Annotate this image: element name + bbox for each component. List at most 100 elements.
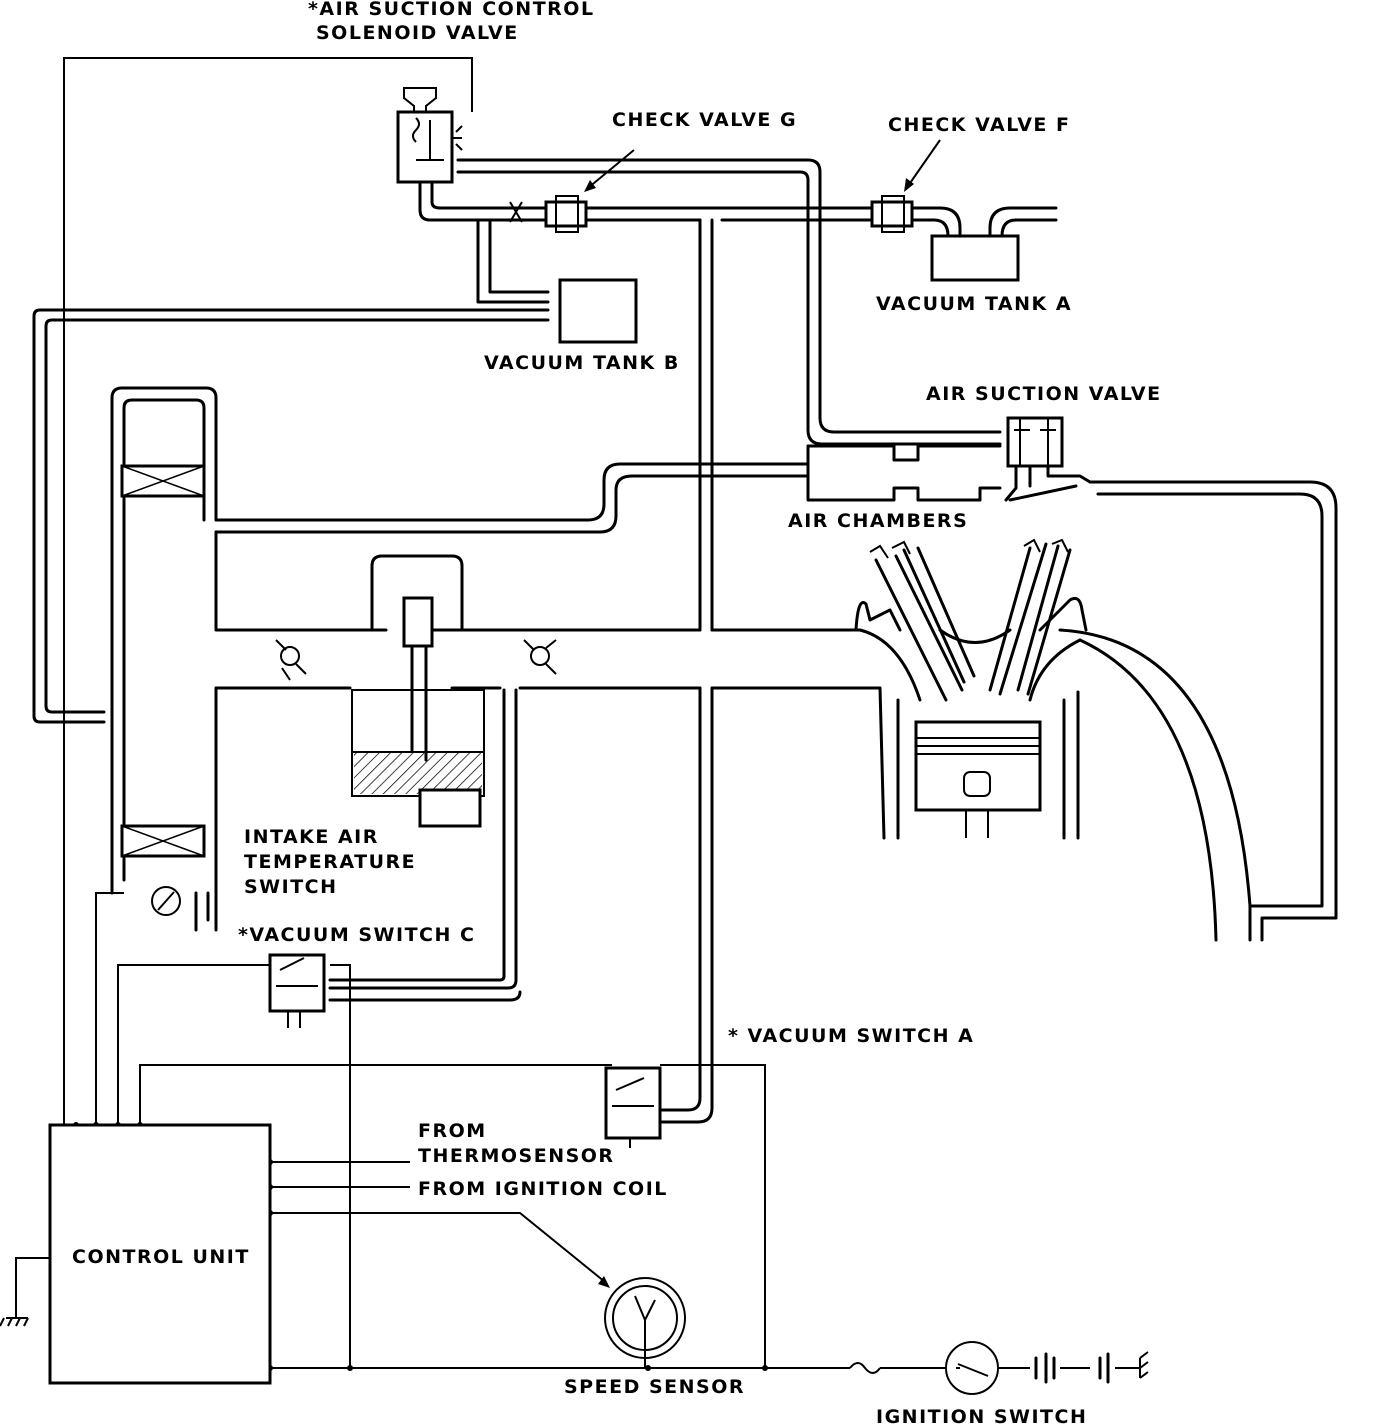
duct-left-bottom [194, 891, 210, 932]
label-check-valve-f: CHECK VALVE F [888, 114, 1071, 136]
vacuum-switch-c [268, 953, 326, 1028]
duct-left-loop-outer [110, 386, 218, 895]
connecting-rod [965, 810, 989, 838]
check-valve-f-arrow [907, 139, 941, 187]
check-valve-f [870, 195, 914, 233]
vacuum-switch-a-body [604, 1066, 662, 1140]
exhaust-bend-outer [1078, 638, 1218, 942]
wire-vacuum-switch-c-ground-run [330, 964, 351, 1368]
air-suction-valve-body [1006, 416, 1064, 468]
label-from-thermosensor-line1: FROM [418, 1120, 487, 1142]
hose-to-tank-b-1 [476, 218, 550, 304]
hose-f-to-tank-a-1 [910, 206, 962, 238]
butterfly-valve-right [523, 639, 557, 675]
ignition-switch [945, 1341, 999, 1395]
label-air-suction-valve: AIR SUCTION VALVE [926, 383, 1162, 405]
hose-vacuum-switch-c-1 [328, 688, 518, 990]
wire-vacuum-switch-a-return [660, 1064, 766, 1368]
label-intake-air-temp-line1: INTAKE AIR [244, 826, 379, 848]
speed-sensor [604, 1277, 686, 1368]
label-air-chambers: AIR CHAMBERS [788, 510, 968, 532]
butterfly-valve-left [275, 639, 307, 681]
throttle-body-top [370, 554, 464, 632]
label-vacuum-switch-a: * VACUUM SWITCH A [728, 1025, 974, 1047]
label-from-thermosensor-line2: THERMOSENSOR [418, 1145, 615, 1167]
check-valve-g [509, 195, 588, 233]
vacuum-switch-c-body [268, 953, 326, 1013]
hose-vacuum-switch-c-2 [328, 990, 522, 1002]
fuse-icon [849, 1362, 881, 1374]
hose-solenoid-to-check-g-2 [430, 178, 547, 210]
label-vacuum-tank-b: VACUUM TANK B [484, 352, 680, 374]
air-suction-valve [1004, 416, 1092, 502]
wire-control-unit-ground [15, 1257, 50, 1318]
exhaust-pipe-inner [1096, 492, 1324, 942]
exhaust-valve [988, 542, 1048, 696]
check-valve-g-body [544, 200, 588, 228]
hose-tank-b-outer [32, 308, 550, 724]
wire-vacuum-switch-c [117, 964, 272, 1125]
label-intake-air-temp-line3: SWITCH [244, 876, 338, 898]
label-vacuum-tank-a: VACUUM TANK A [876, 293, 1072, 315]
intake-valve [874, 554, 964, 702]
vacuum-switch-a [604, 1066, 662, 1148]
check-valve-g-arrow [587, 149, 635, 189]
label-vacuum-switch-c: *VACUUM SWITCH C [238, 924, 475, 946]
label-ignition-switch: IGNITION SWITCH [876, 1406, 1087, 1428]
air-ducts [110, 386, 882, 932]
duct-top-upper [214, 474, 810, 534]
label-intake-air-temp-line2: TEMPERATURE [244, 851, 416, 873]
vacuum-tank-a [930, 234, 1020, 282]
hose-solenoid-to-check-g-1 [418, 178, 547, 222]
label-solenoid-valve-line1: *AIR SUCTION CONTROL [308, 0, 595, 20]
solenoid-valve-body [396, 110, 454, 184]
exhaust-bend-inner [1058, 628, 1252, 908]
vacuum-tank-b [558, 278, 638, 344]
exhaust-pipe [1058, 480, 1338, 942]
labels: *AIR SUCTION CONTROL SOLENOID VALVE CHEC… [72, 0, 1162, 1428]
label-control-unit: CONTROL UNIT [72, 1246, 250, 1268]
cylinder-walls [878, 686, 1080, 840]
duct-top-lower [214, 462, 810, 522]
hose-to-tank-b-2 [488, 218, 550, 294]
control-unit-box [48, 1123, 272, 1385]
wire-speed-sensor [270, 1212, 606, 1283]
hose-to-vacuum-switch-a-1 [658, 686, 702, 1112]
throttle-needle [410, 644, 428, 762]
label-check-valve-g: CHECK VALVE G [612, 109, 797, 131]
wire-intake-temp-switch [95, 892, 124, 1125]
wire-vacuum-switch-a [139, 1064, 612, 1125]
hose-vacuum-switch-c-3 [328, 688, 506, 982]
hose-tank-b-inner [44, 318, 550, 714]
hose-solenoid-to-air-suction-2 [456, 170, 1002, 446]
wire-solenoid-to-control-unit [63, 57, 473, 1125]
label-speed-sensor: SPEED SENSOR [564, 1376, 745, 1398]
hose-f-to-tank-a-2 [910, 218, 950, 238]
hose-solenoid-to-air-suction-1 [456, 158, 1002, 434]
intake-air-temperature-switch-icon [151, 886, 181, 916]
fuel-level-hatch [354, 752, 482, 794]
air-chambers [806, 444, 1002, 502]
vacuum-hoses [32, 158, 1058, 1124]
float-chamber [351, 689, 485, 797]
duct-throttle-left-top [214, 530, 388, 632]
exhaust-pipe-outer [1088, 480, 1338, 942]
label-solenoid-valve-line2: SOLENOID VALVE [316, 22, 519, 44]
engine-cylinder [854, 538, 1088, 840]
duct-left-loop-inner [122, 398, 206, 882]
battery-icon [998, 1351, 1149, 1384]
throttle-shaft [402, 596, 434, 648]
hose-to-vacuum-switch-a-2 [658, 686, 714, 1124]
hose-tank-a-out-2 [1000, 218, 1058, 238]
hose-tank-a-out-1 [988, 206, 1058, 238]
air-chambers-bottom [806, 444, 1002, 502]
combustion-chamber [938, 628, 1012, 644]
air-chambers-top [806, 444, 1002, 462]
check-valve-f-body [870, 200, 914, 228]
float-valve [418, 788, 482, 828]
air-suction-control-solenoid-valve [396, 87, 463, 184]
speed-sensor-arrow [598, 1276, 610, 1288]
label-from-ignition-coil: FROM IGNITION COIL [418, 1178, 668, 1200]
ground-icon [0, 1317, 29, 1327]
